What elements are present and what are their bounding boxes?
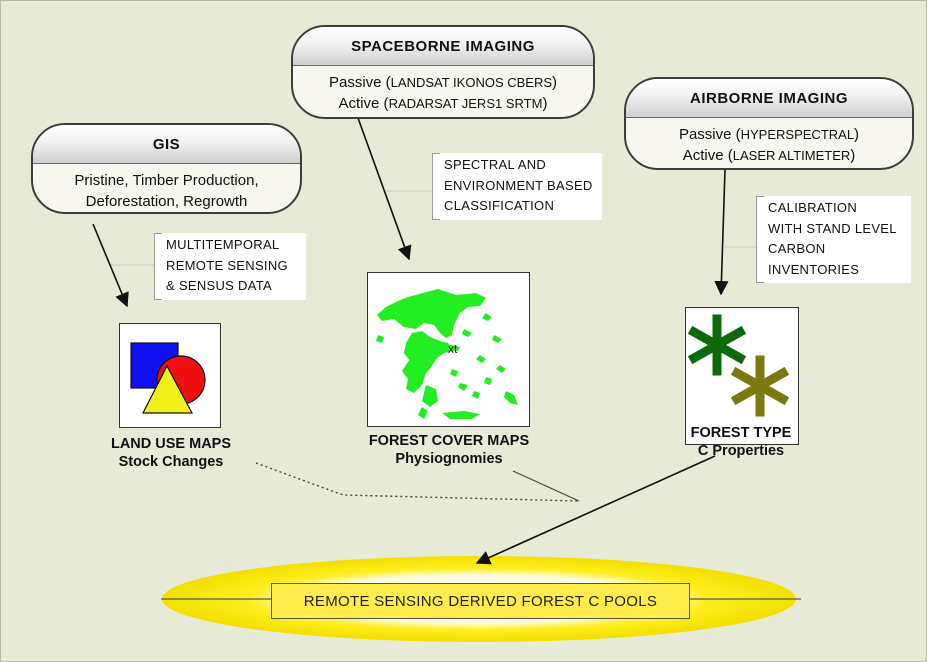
forest-type-title: FOREST TYPE (690, 425, 792, 441)
note-line: CARBON (768, 241, 826, 256)
airborne-arrow (714, 169, 729, 296)
note-line: REMOTE SENSING (166, 257, 288, 273)
forest-type-tile (685, 307, 799, 445)
map-label: xt (448, 342, 458, 356)
note-line: SPECTRAL AND (444, 157, 547, 172)
spaceborne-arrow (357, 117, 412, 261)
airborne-source-box: AIRBORNE IMAGING Passive (HYPERSPECTRAL)… (624, 77, 914, 170)
land-use-caption: LAND USE MAPS Stock Changes (71, 435, 271, 471)
land-use-shapes-icon (130, 342, 206, 414)
note-line: ENVIRONMENT BASED (444, 177, 593, 193)
note-bracket (756, 196, 764, 283)
land-use-subtitle: Stock Changes (118, 454, 224, 470)
note-line: INVENTORIES (768, 261, 860, 277)
greece-map-icon: xt (376, 289, 518, 419)
note-line: CLASSIFICATION (444, 198, 555, 213)
passive-suffix: ) (552, 74, 558, 91)
active-prefix: Active ( (338, 95, 389, 112)
note-bracket (432, 153, 440, 220)
active-detail: LASER ALTIMETER (732, 148, 851, 163)
forest-cover-title: FOREST COVER MAPS (368, 433, 530, 449)
gis-arrow (92, 223, 129, 308)
forest-cover-connector (512, 470, 580, 502)
active-suffix: ) (850, 147, 856, 164)
passive-prefix: Passive ( (678, 126, 741, 143)
spaceborne-line-passive: Passive (LANDSAT IKONOS CBERS) (293, 72, 593, 93)
passive-prefix: Passive ( (328, 74, 391, 91)
asterisk-icon (687, 314, 790, 417)
airborne-title: AIRBORNE IMAGING (626, 79, 912, 118)
gis-source-box: GIS Pristine, Timber Production, Defores… (31, 123, 302, 214)
airborne-description: Passive (HYPERSPECTRAL) Active (LASER AL… (626, 118, 912, 166)
calibration-note: CALIBRATION WITH STAND LEVEL CARBON INVE… (756, 196, 911, 283)
passive-suffix: ) (854, 126, 860, 143)
spaceborne-line-active: Active (RADARSAT JERS1 SRTM) (293, 93, 593, 114)
land-use-title: LAND USE MAPS (110, 436, 232, 452)
forest-type-caption: FOREST TYPE C Properties (651, 424, 831, 460)
passive-detail: HYPERSPECTRAL (740, 127, 855, 142)
spaceborne-title: SPACEBORNE IMAGING (293, 27, 593, 66)
note-line: CALIBRATION (768, 200, 858, 215)
active-detail: RADARSAT JERS1 SRTM (388, 96, 543, 111)
active-suffix: ) (542, 95, 548, 112)
airborne-line-active: Active (LASER ALTIMETER) (626, 145, 912, 166)
forest-cover-subtitle: Physiognomies (395, 451, 503, 467)
active-prefix: Active ( (682, 147, 733, 164)
result-box: REMOTE SENSING DERIVED FOREST C POOLS (271, 583, 690, 619)
multitemporal-note: MULTITEMPORAL REMOTE SENSING & SENSUS DA… (154, 233, 306, 300)
gis-title: GIS (33, 125, 300, 164)
note-bracket (154, 233, 162, 300)
forest-cover-tile: xt (367, 272, 530, 427)
gis-line-1: Pristine, Timber Production, (74, 172, 259, 189)
classification-note: SPECTRAL AND ENVIRONMENT BASED CLASSIFIC… (432, 153, 602, 220)
land-use-dotted-connector (255, 462, 580, 502)
note-line: & SENSUS DATA (166, 278, 272, 293)
forest-type-subtitle: C Properties (697, 443, 785, 459)
forest-cover-caption: FOREST COVER MAPS Physiognomies (334, 432, 564, 468)
result-arrow (475, 455, 716, 565)
spaceborne-source-box: SPACEBORNE IMAGING Passive (LANDSAT IKON… (291, 25, 595, 119)
note-line: WITH STAND LEVEL (768, 220, 897, 236)
gis-description: Pristine, Timber Production, Deforestati… (33, 164, 300, 212)
note-line: MULTITEMPORAL (166, 237, 280, 252)
land-use-tile (119, 323, 221, 428)
spaceborne-description: Passive (LANDSAT IKONOS CBERS) Active (R… (293, 66, 593, 114)
gis-line-2: Deforestation, Regrowth (85, 193, 248, 210)
airborne-line-passive: Passive (HYPERSPECTRAL) (626, 124, 912, 145)
passive-detail: LANDSAT IKONOS CBERS (390, 75, 553, 90)
